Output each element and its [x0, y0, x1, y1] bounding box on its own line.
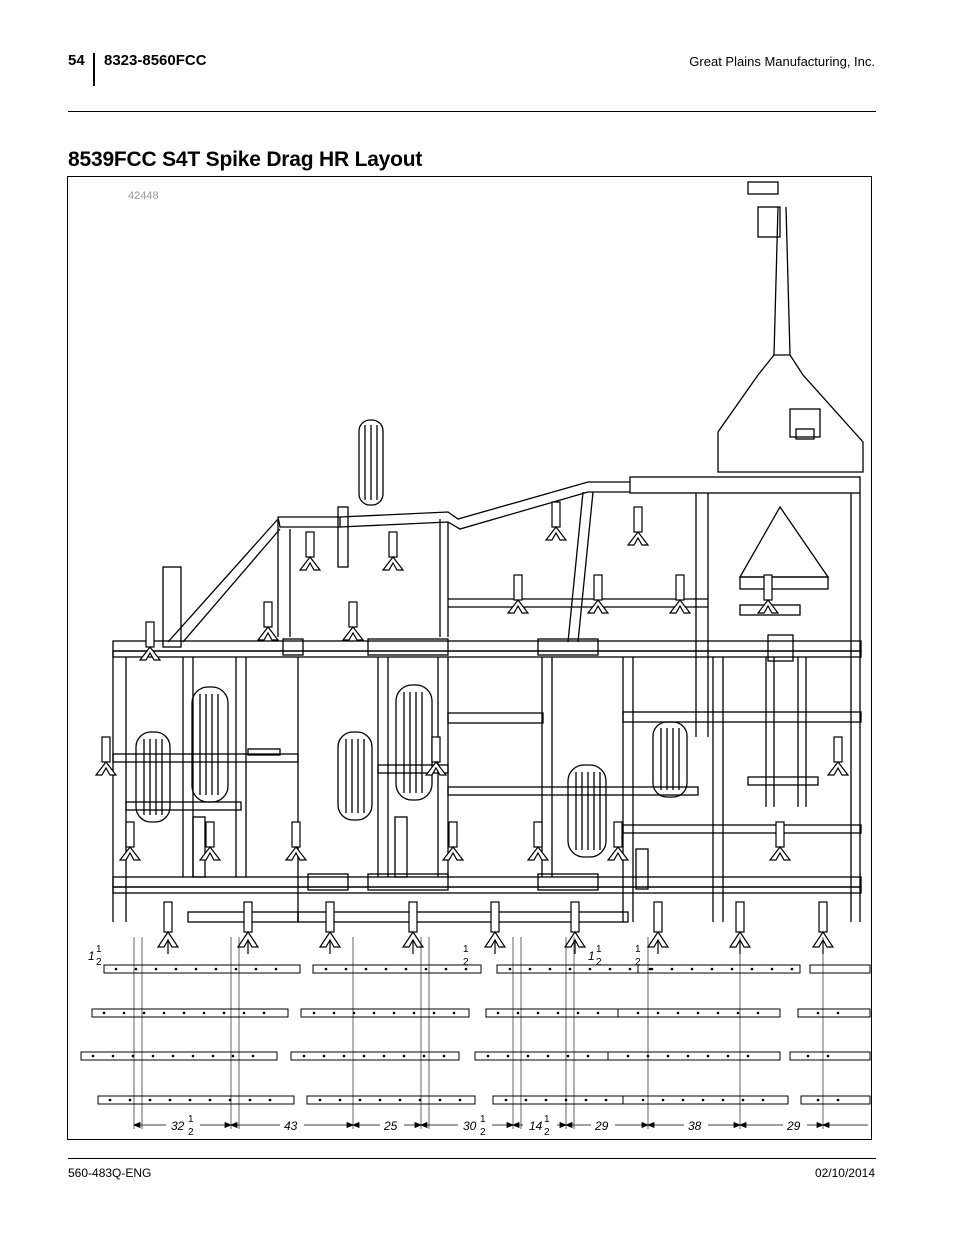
offset-c-num: 1	[635, 944, 641, 955]
dim-30-1-2: 30	[463, 1119, 477, 1133]
figure-id: 42448	[128, 190, 159, 202]
dim-29-b: 29	[786, 1119, 801, 1133]
dim-32-1-2-den: 2	[188, 1127, 194, 1138]
top-rule	[68, 111, 876, 112]
offset-left-num: 1	[96, 944, 102, 955]
offset-b-whole: 1	[588, 949, 595, 963]
figure-frame	[67, 176, 872, 1140]
dim-38: 38	[688, 1119, 702, 1133]
offset-b-num: 1	[596, 944, 602, 955]
company-name: Great Plains Manufacturing, Inc.	[689, 54, 875, 69]
offset-left-whole: 1	[88, 949, 95, 963]
offset-left-den: 2	[96, 957, 102, 968]
bottom-rule	[68, 1158, 876, 1159]
dim-30-1-2-den: 2	[480, 1127, 486, 1138]
offset-a-num: 1	[463, 944, 469, 955]
section-title: 8539FCC S4T Spike Drag HR Layout	[68, 148, 423, 171]
model-number: 8323-8560FCC	[104, 52, 207, 69]
dim-14-1-2: 14	[529, 1119, 543, 1133]
dim-29-a: 29	[594, 1119, 609, 1133]
dim-32-1-2: 32	[171, 1119, 185, 1133]
dim-30-1-2-num: 1	[480, 1114, 486, 1125]
offset-c-den: 2	[635, 957, 641, 968]
document-number: 560-483Q-ENG	[68, 1166, 152, 1180]
implement-layout-drawing: 32 1 2 43 25 30 1 2 14 1 2 29 38 29 1 1 …	[80, 181, 871, 1138]
offset-a-den: 2	[463, 957, 469, 968]
dim-25: 25	[383, 1119, 398, 1133]
offset-b-den: 2	[596, 957, 602, 968]
dim-14-1-2-num: 1	[544, 1114, 550, 1125]
document-date: 02/10/2014	[814, 1166, 875, 1180]
dim-32-1-2-num: 1	[188, 1114, 194, 1125]
dim-14-1-2-den: 2	[544, 1127, 550, 1138]
header-divider	[93, 53, 95, 86]
dim-43: 43	[284, 1119, 298, 1133]
page-number: 54	[68, 52, 85, 69]
